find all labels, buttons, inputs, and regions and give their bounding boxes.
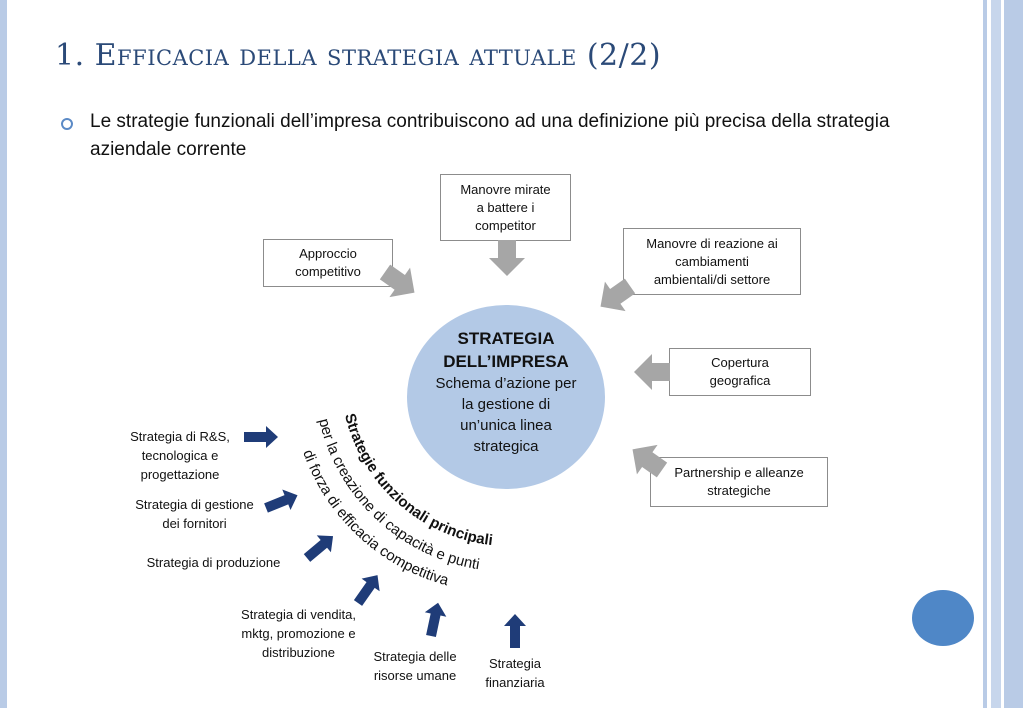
label-strategia-vendita: Strategia di vendita, mktg, promozione e…: [226, 605, 371, 662]
box-line: Partnership e alleanze: [674, 465, 804, 480]
label-strategia-produzione: Strategia di produzione: [132, 553, 295, 572]
circle-heading-1: STRATEGIA: [457, 329, 555, 348]
slide-title: 1. Efficacia della strategia attuale (2/…: [55, 38, 662, 73]
arrow-finanziaria: [504, 614, 526, 648]
label-line: Strategia: [488, 656, 542, 671]
box-line: Copertura: [711, 355, 769, 370]
label-line: Strategia di gestione: [135, 497, 254, 512]
box-line: strategiche: [707, 483, 771, 498]
slide-frame-right: [977, 0, 1023, 708]
label-strategia-finanziaria: Strategia finanziaria: [470, 654, 560, 692]
box-line: geografica: [709, 373, 771, 388]
circle-sub-3: un’unica linea: [460, 417, 552, 434]
box-line: Approccio: [299, 246, 357, 261]
bullet-circle-icon: [61, 118, 73, 130]
arrow-manovre-reazione: [590, 271, 641, 322]
arrow-manovre-mirate: [489, 240, 525, 276]
box-line: Manovre di reazione ai: [646, 235, 778, 251]
label-line: dei fornitori: [162, 516, 227, 531]
box-partnership: Partnership e alleanze strategiche: [650, 457, 828, 507]
slide-frame-left: [0, 0, 7, 708]
arrow-fornitori: [261, 485, 302, 519]
box-manovre-reazione: Manovre di reazione ai cambiamenti ambient…: [623, 228, 801, 295]
arrow-rs: [244, 426, 278, 448]
box-line: ambientali/di settore: [653, 271, 771, 287]
box-line: competitor: [475, 217, 536, 233]
arrow-copertura: [634, 354, 670, 390]
label-line: tecnologica e: [141, 448, 219, 463]
box-line: a battere i: [476, 199, 535, 215]
circle-sub-4: strategica: [473, 438, 539, 455]
box-line: competitivo: [295, 264, 361, 279]
label-line: mktg, promozione e: [241, 626, 356, 641]
strategia-impresa-circle: STRATEGIA DELL’IMPRESA Schema d’azione p…: [407, 305, 605, 489]
circle-sub-1: Schema d’azione per: [435, 375, 577, 392]
box-line: Manovre mirate: [460, 181, 551, 197]
circle-sub-2: la gestione di: [461, 396, 551, 413]
circle-heading-2: DELL’IMPRESA: [443, 352, 569, 371]
label-line: Strategia di produzione: [146, 555, 281, 570]
box-copertura-geografica: Copertura geografica: [669, 348, 811, 396]
arrow-approccio: [374, 257, 425, 308]
label-strategia-rs: Strategia di R&S, tecnologica e progetta…: [120, 427, 240, 484]
box-line: cambiamenti: [675, 253, 749, 269]
arrow-vendita: [348, 568, 387, 610]
box-approccio-competitivo: Approccio competitivo: [263, 239, 393, 287]
arrow-produzione: [299, 527, 341, 567]
arrow-risorse: [420, 600, 449, 639]
label-line: progettazione: [140, 467, 220, 482]
label-strategia-fornitori: Strategia di gestione dei fornitori: [122, 495, 267, 533]
box-manovre-mirate: Manovre mirate a battere i competitor: [440, 174, 571, 241]
label-line: Strategia delle: [373, 649, 457, 664]
bullet-text: Le strategie funzionali dell’impresa con…: [90, 111, 890, 160]
label-line: risorse umane: [373, 668, 457, 683]
label-strategia-risorse: Strategia delle risorse umane: [360, 647, 470, 685]
label-line: Strategia di R&S,: [130, 429, 230, 444]
label-line: finanziaria: [485, 675, 545, 690]
arrow-partnership: [622, 434, 673, 485]
label-line: Strategia di vendita,: [241, 607, 356, 622]
decorative-circle: [912, 590, 974, 646]
label-line: distribuzione: [262, 645, 335, 660]
